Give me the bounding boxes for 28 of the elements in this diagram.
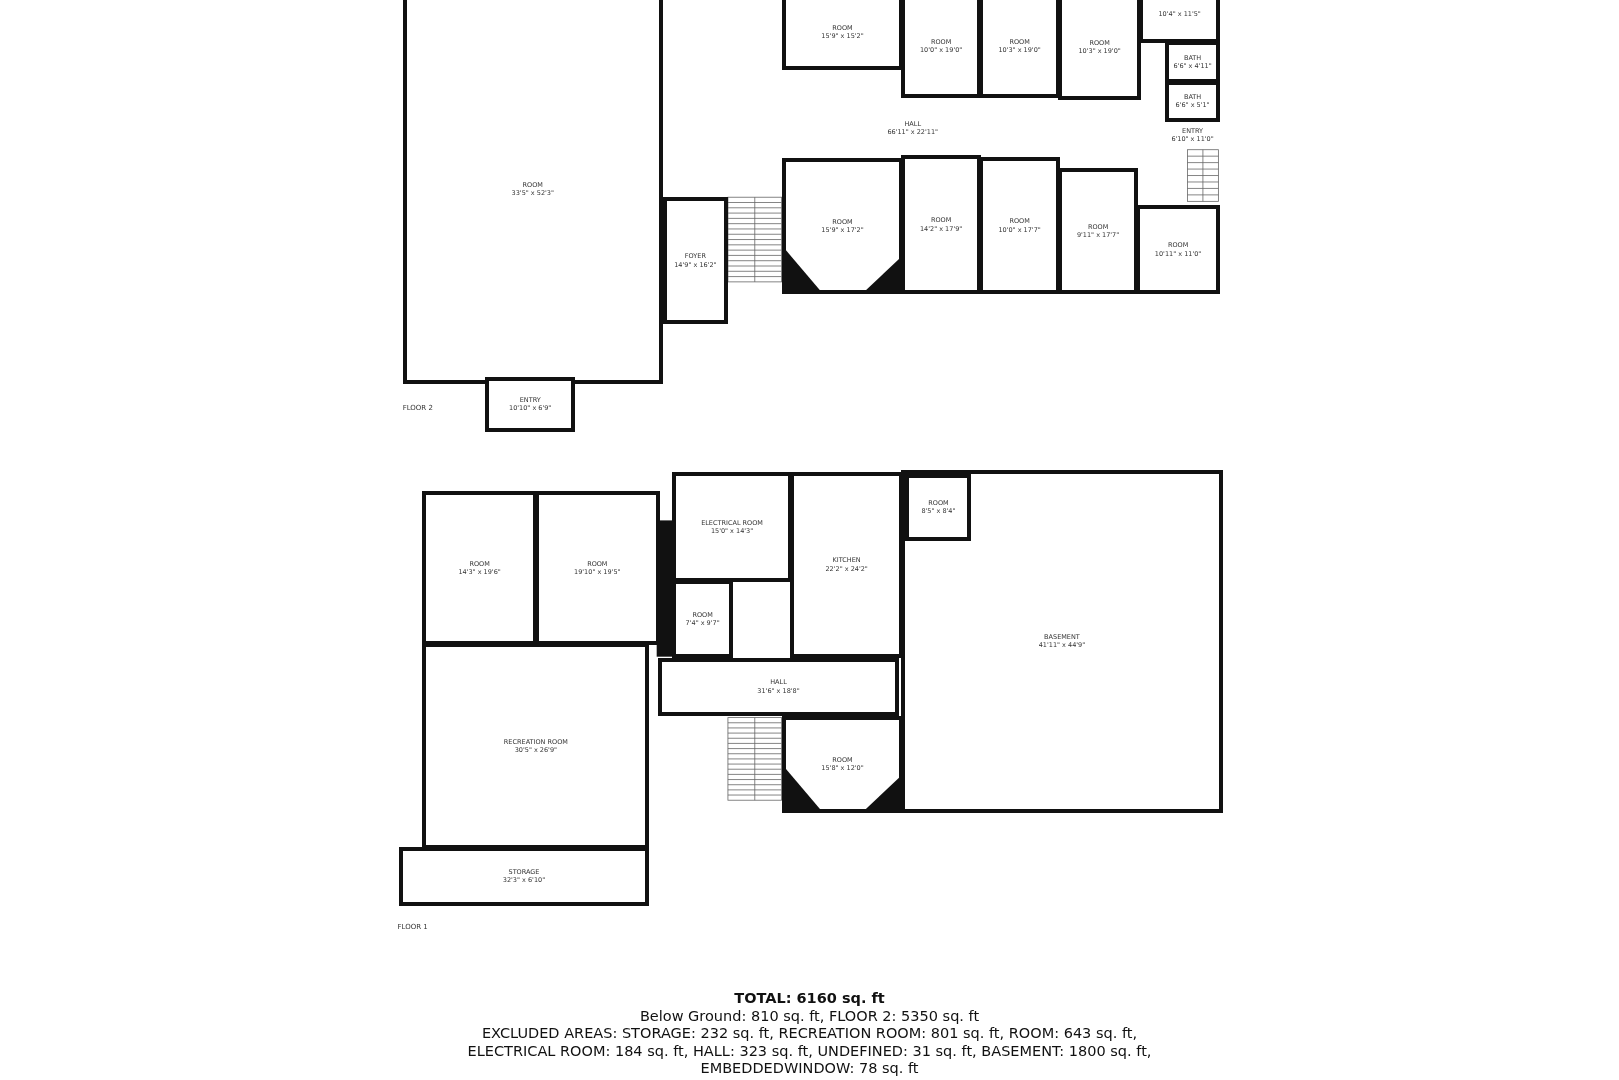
room — [672, 471, 792, 583]
room — [978, 0, 1061, 99]
area-summary-text: Below Ground: 810 sq. ft, FLOOR 2: 5350 sq. ft — [639, 1007, 980, 1025]
room — [781, 715, 904, 813]
room — [905, 473, 972, 541]
room — [901, 154, 981, 295]
room — [1164, 41, 1221, 83]
room — [657, 657, 900, 716]
room — [781, 157, 904, 295]
room — [789, 471, 904, 658]
room — [978, 156, 1061, 295]
room — [422, 643, 650, 849]
excluded-areas-text: EXCLUDED AREAS: STORAGE: 232 sq. ft, RECREATION ROOM: 801 sq. ft, ROOM: 643 sq. ft, ELECTRICAL ROOM: 184 sq. ft, HALL: 323 sq. ft, UNDEFINED: 31 sq. ft, BASEMENT: 1800 sq. ft, EMBEDDEDWINDOW: 78 sq. ft — [466, 1025, 1153, 1078]
room — [485, 376, 576, 432]
room — [662, 197, 728, 325]
total-area-text: TOTAL: 6160 sq. ft — [734, 990, 885, 1008]
room — [422, 491, 537, 646]
room — [901, 469, 1223, 813]
room — [1135, 205, 1221, 295]
room — [1058, 0, 1141, 101]
room — [1138, 0, 1221, 44]
room — [1058, 168, 1138, 295]
room — [1164, 80, 1221, 122]
room — [402, 0, 663, 385]
room — [781, 0, 904, 71]
room — [398, 846, 650, 906]
room — [901, 0, 981, 99]
room — [534, 491, 660, 646]
